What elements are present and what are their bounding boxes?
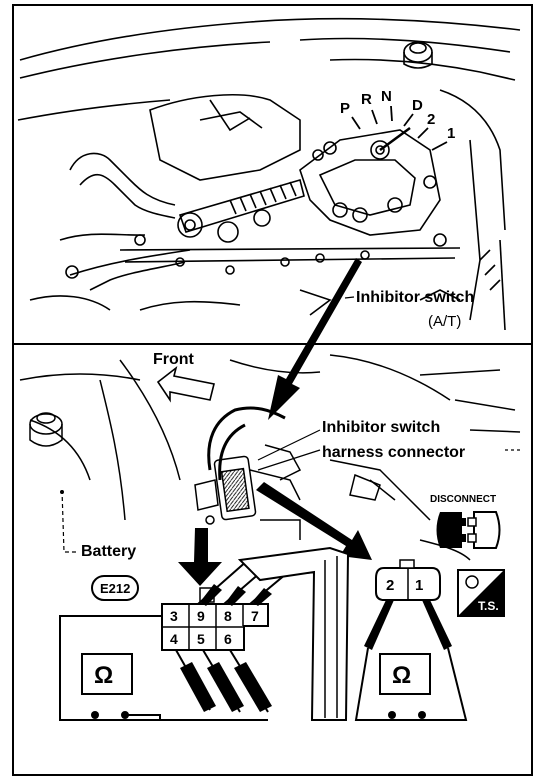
small-terminal-2: 2 <box>386 577 394 594</box>
switch-leader-line <box>344 296 355 299</box>
pointer-arrow-down <box>178 528 222 586</box>
terminal-5: 5 <box>197 631 205 647</box>
disconnect-icon <box>436 511 501 549</box>
gear-label-d: D <box>412 97 423 114</box>
small-terminal-1: 1 <box>415 577 423 594</box>
front-arrow <box>156 365 215 403</box>
main-connector-face: 3 9 8 7 4 5 6 <box>161 587 269 651</box>
harness-leader-lines <box>257 429 520 471</box>
disconnect-label: DISCONNECT <box>430 494 496 505</box>
ohmmeter-right: Ω <box>354 647 468 721</box>
probe-tips-bottom <box>180 662 272 712</box>
terminal-9: 9 <box>197 608 205 624</box>
battery-label: Battery <box>81 543 136 560</box>
ohm-symbol-right: Ω <box>392 662 411 689</box>
pointer-arrow-to-connector <box>268 258 362 420</box>
ts-label: T.S. <box>478 599 499 613</box>
small-connector-probes <box>364 600 452 650</box>
ts-badge: T.S. <box>457 569 505 617</box>
engine-illustration <box>17 17 521 331</box>
gear-tick-marks <box>351 105 448 151</box>
terminal-7: 7 <box>251 608 259 624</box>
gear-label-1: 1 <box>447 125 455 142</box>
harness-label-line1: Inhibitor switch <box>322 419 440 436</box>
terminal-6: 6 <box>224 631 232 647</box>
terminal-8: 8 <box>224 608 232 624</box>
terminal-4: 4 <box>170 631 178 647</box>
pointer-arrow-right <box>256 482 372 560</box>
gear-label-p: P <box>340 100 350 117</box>
connector-id-badge: E212 <box>91 575 139 601</box>
gear-label-n: N <box>381 88 392 105</box>
inhibitor-switch-sublabel: (A/T) <box>428 313 461 330</box>
probe-tips-top <box>200 584 272 606</box>
gear-label-2: 2 <box>427 111 435 128</box>
outer-frame <box>12 4 533 776</box>
terminal-3: 3 <box>170 608 178 624</box>
front-label: Front <box>153 351 195 368</box>
engine-bay-illustration <box>19 354 521 561</box>
small-connector-face: 2 1 <box>375 559 441 601</box>
ohmmeter-left: Ω <box>59 615 268 721</box>
gear-label-r: R <box>361 91 372 108</box>
ohm-symbol-left: Ω <box>94 662 113 689</box>
inhibitor-switch-label: Inhibitor switch <box>356 289 474 306</box>
probe-bundle-top <box>237 546 350 721</box>
svg-text:E212: E212 <box>100 581 130 596</box>
harness-label-line2: harness connector <box>322 444 465 461</box>
gear-position-labels: P R N D 2 1 <box>340 88 455 142</box>
battery-leader <box>61 489 78 553</box>
